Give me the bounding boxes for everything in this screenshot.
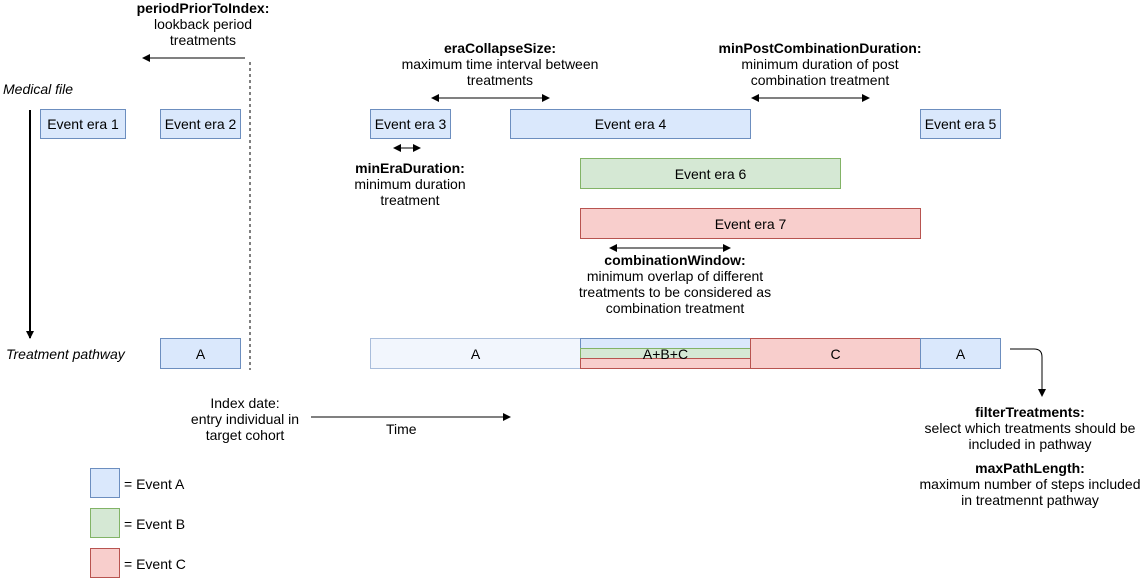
index-date-line1: Index date:	[210, 395, 280, 411]
pathway-step-a-3: A	[920, 338, 1001, 369]
min-post-combo-title: minPostCombinationDuration:	[718, 40, 922, 56]
pathway-step-c: C	[750, 338, 921, 369]
min-era-title: minEraDuration:	[355, 160, 465, 176]
event-era-7: Event era 7	[580, 208, 921, 239]
era-collapse-line2: treatments	[466, 72, 534, 88]
period-prior-annotation: periodPriorToIndex: lookback period trea…	[128, 0, 278, 48]
time-label: Time	[386, 421, 417, 437]
pathway-step-a-1: A	[160, 338, 241, 369]
max-path-line2: in treatmennt pathway	[961, 492, 1099, 508]
pathway-step-a-2: A	[370, 338, 581, 369]
combo-window-line3: combination treatment	[605, 300, 745, 316]
filter-treatments-annotation: filterTreatments: select which treatment…	[915, 404, 1145, 452]
period-prior-title: periodPriorToIndex:	[136, 0, 270, 16]
event-era-4: Event era 4	[510, 109, 751, 139]
filter-treatments-line2: included in pathway	[968, 436, 1092, 452]
combo-window-line1: minimum overlap of different	[586, 268, 764, 284]
legend-label-c: = Event C	[124, 556, 186, 572]
treatment-pathway-label: Treatment pathway	[6, 346, 125, 362]
event-era-6: Event era 6	[580, 158, 841, 189]
combo-window-line2: treatments to be considered as	[578, 284, 772, 300]
combo-window-annotation: combinationWindow: minimum overlap of di…	[565, 252, 785, 316]
filter-treatments-line1: select which treatments should be	[924, 420, 1136, 436]
legend-swatch-c	[90, 548, 120, 578]
max-path-annotation: maxPathLength: maximum number of steps i…	[915, 460, 1145, 508]
index-date-annotation: Index date: entry individual in target c…	[175, 395, 315, 443]
legend-swatch-a	[90, 468, 120, 498]
pathway-step-abc-label: A+B+C	[642, 345, 689, 362]
min-era-line2: treatment	[380, 192, 440, 208]
event-era-3: Event era 3	[370, 109, 451, 139]
legend-swatch-b	[90, 508, 120, 538]
filter-arrow	[1010, 348, 1046, 397]
period-prior-line1: lookback period	[153, 16, 253, 32]
min-post-combo-line1: minimum duration of post	[741, 56, 899, 72]
legend-label-b: = Event B	[124, 516, 186, 532]
medical-file-label: Medical file	[3, 81, 74, 97]
min-post-combo-line2: combination treatment	[750, 72, 890, 88]
era-collapse-annotation: eraCollapseSize: maximum time interval b…	[390, 40, 610, 88]
event-era-5: Event era 5	[920, 109, 1001, 139]
legend-label-a: = Event A	[124, 476, 185, 492]
max-path-line1: maximum number of steps included	[919, 476, 1141, 492]
combo-window-title: combinationWindow:	[604, 252, 746, 268]
min-era-line1: minimum duration	[354, 176, 466, 192]
filter-treatments-title: filterTreatments:	[975, 404, 1085, 420]
min-era-annotation: minEraDuration: minimum duration treatme…	[340, 160, 480, 208]
index-date-line3: target cohort	[205, 427, 285, 443]
event-era-1: Event era 1	[40, 109, 126, 139]
era-collapse-line1: maximum time interval between	[401, 56, 599, 72]
pathway-step-abc: A+B+C	[580, 338, 751, 369]
min-post-combo-annotation: minPostCombinationDuration: minimum dura…	[705, 40, 935, 88]
period-prior-line2: treatments	[169, 32, 237, 48]
era-collapse-title: eraCollapseSize:	[443, 40, 557, 56]
event-era-2: Event era 2	[160, 109, 241, 139]
index-date-line2: entry individual in	[190, 411, 300, 427]
max-path-title: maxPathLength:	[975, 460, 1085, 476]
